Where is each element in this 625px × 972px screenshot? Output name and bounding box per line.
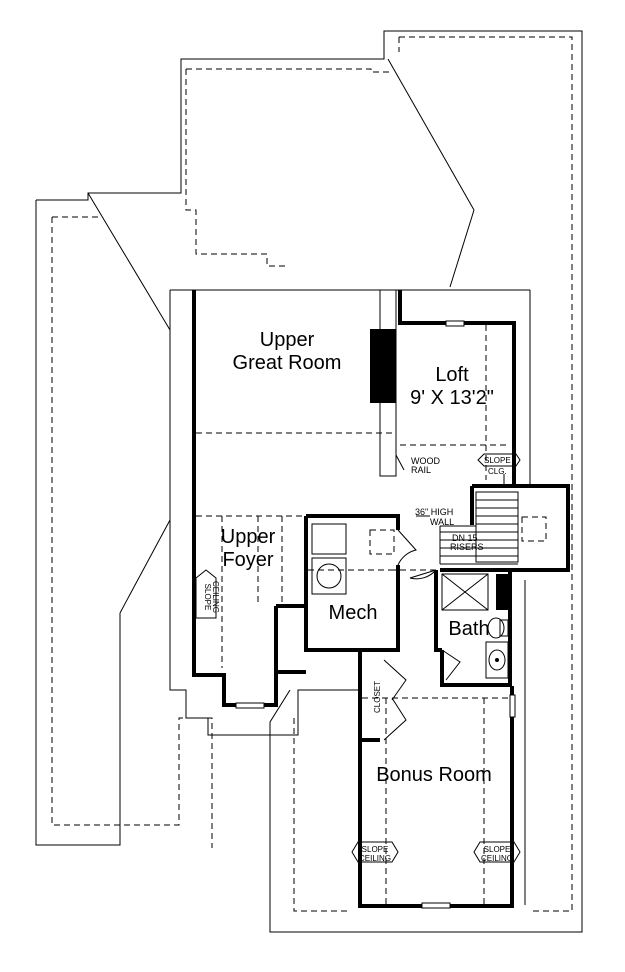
staircase <box>439 491 519 565</box>
roof-outline <box>35 30 583 933</box>
upper-great-room-label-line2: Great Room <box>233 352 342 374</box>
second-floor-outline <box>169 289 531 905</box>
loft-label-line1: Loft <box>435 364 469 386</box>
slope-ceiling-right-line2: CEILING <box>481 854 513 863</box>
dashed-lines <box>51 36 573 912</box>
fireplace-chimney <box>370 329 396 403</box>
upper-great-room-label-line1: Upper <box>260 329 315 351</box>
upper-foyer-label-line1: Upper <box>221 526 276 548</box>
slope-clg-label-line1: SLOPE <box>484 456 511 465</box>
wood-rail-label-line1: WOOD <box>411 456 440 466</box>
slope-ceiling-left-line2: CEILING <box>359 854 391 863</box>
loft-label-line2: 9' X 13'2" <box>410 387 494 409</box>
bath-label: Bath <box>448 618 489 640</box>
upper-foyer-label-line2: Foyer <box>222 549 273 571</box>
doors <box>383 529 461 741</box>
rails <box>395 454 505 517</box>
stairs-label-line2: RISERS <box>450 542 484 552</box>
high-wall-label-line1: 36" HIGH <box>415 507 453 517</box>
stairs-label-line1: DN 15 <box>452 533 478 543</box>
slope-markers <box>195 453 521 863</box>
windows <box>235 320 516 909</box>
mech-label: Mech <box>329 602 378 624</box>
slope-clg-label-line2: CLG. <box>488 467 507 476</box>
slope-ceiling-left-line1: SLOPE <box>362 845 389 854</box>
mech-equipment <box>311 523 347 595</box>
bath-fixtures <box>441 573 509 679</box>
slope-ceiling-foyer-line2: CEILING <box>211 581 220 613</box>
bonus-room-label: Bonus Room <box>376 764 492 786</box>
wood-rail-label-line2: RAIL <box>411 465 431 475</box>
high-wall-label-line2: WALL <box>430 517 454 527</box>
slope-ceiling-right-line1: SLOPE <box>484 845 511 854</box>
slope-ceiling-foyer-line1: SLOPE <box>203 584 212 611</box>
closet-label: CLOSET <box>373 681 382 713</box>
